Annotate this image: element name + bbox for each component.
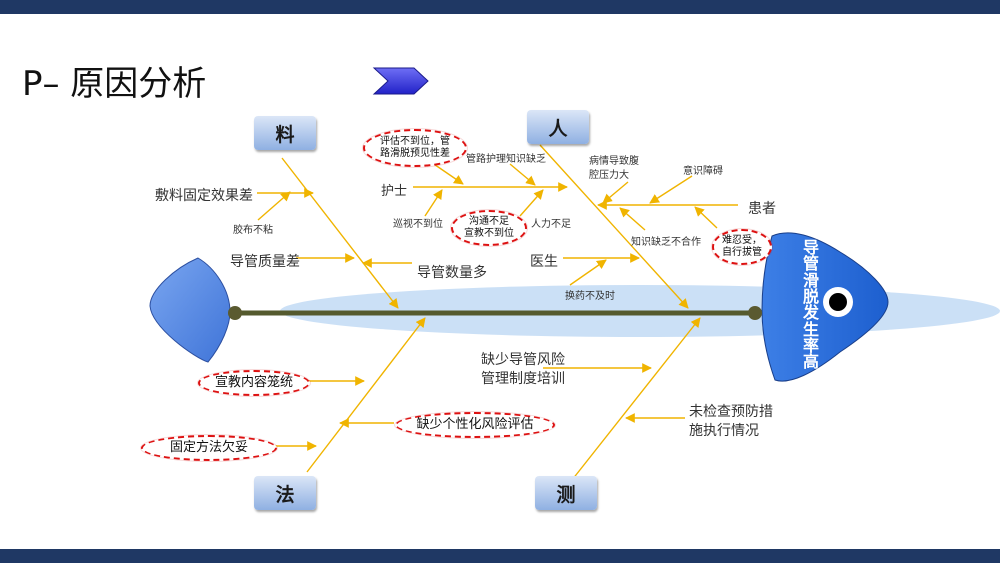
cause-dressing-fixation: 敷料固定效果差 <box>155 188 253 204</box>
cause-nurse: 护士 <box>381 184 408 199</box>
cause-doctor: 医生 <box>530 254 558 270</box>
bottom-bar <box>0 549 1000 563</box>
highlight-assessment: 评估不到位，管 路滑脱预见性差 <box>363 129 467 167</box>
cause-abdominal-pressure: 病情导致腹 腔压力大 <box>589 156 639 181</box>
cause-knowledge: 管路护理知识缺乏 <box>466 154 546 165</box>
highlight-self-removal: 难忍受， 自行拔管 <box>712 229 772 265</box>
title-arrow-icon <box>372 67 429 95</box>
cause-patient: 患者 <box>748 201 776 217</box>
highlight-fixation-method: 固定方法欠妥 <box>141 435 277 461</box>
cause-inspection: 巡视不到位 <box>393 219 443 230</box>
cause-dressing-change: 换药不及时 <box>565 291 615 302</box>
highlight-education: 宣教内容笼统 <box>198 370 310 396</box>
fish-head-label: 导管滑脱发生率高 <box>802 238 819 372</box>
highlight-risk-assessment: 缺少个性化风险评估 <box>395 412 555 438</box>
category-method: 法 <box>254 476 316 510</box>
cause-noncooperation: 知识缺乏不合作 <box>631 237 701 248</box>
page-title: P– 原因分析 <box>22 64 207 104</box>
cause-tape: 胶布不粘 <box>233 225 273 236</box>
cause-manpower: 人力不足 <box>531 219 571 230</box>
top-bar <box>0 0 1000 14</box>
fish-tail <box>149 257 231 363</box>
cause-catheter-quality: 导管质量差 <box>230 254 300 270</box>
category-people: 人 <box>527 110 589 144</box>
cause-risk-training: 缺少导管风险 管理制度培训 <box>481 352 565 387</box>
category-material: 料 <box>254 116 316 150</box>
cause-no-check: 未检查预防措 施执行情况 <box>689 404 773 439</box>
cause-catheter-count: 导管数量多 <box>417 265 487 281</box>
cause-consciousness: 意识障碍 <box>683 166 723 177</box>
category-measure: 测 <box>535 476 597 510</box>
highlight-communication: 沟通不足 宣教不到位 <box>451 210 527 246</box>
